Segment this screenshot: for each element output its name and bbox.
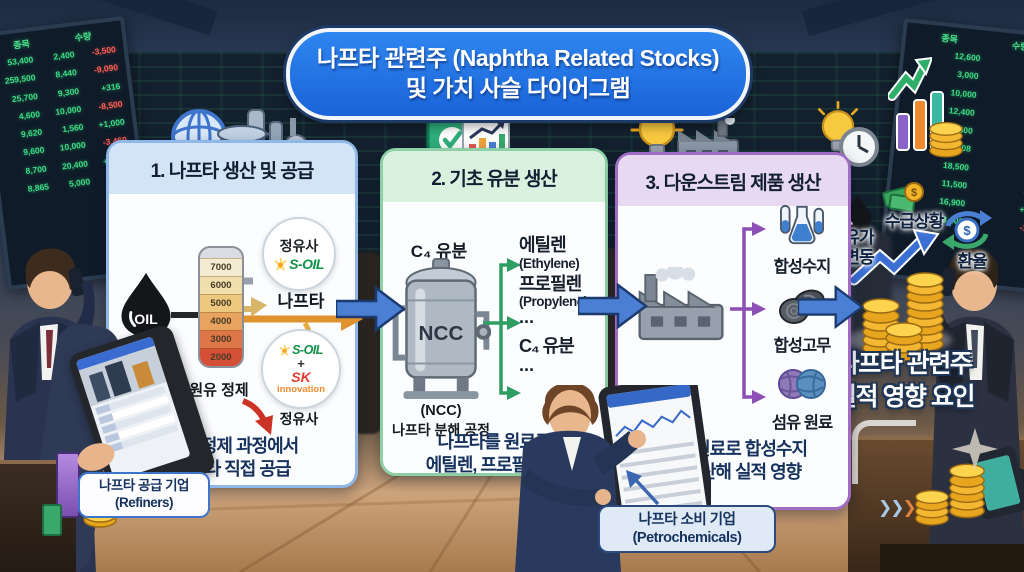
fiber-icon xyxy=(778,369,826,399)
title-line2: 및 가치 사슬 다이어그램 xyxy=(405,75,631,101)
olefin-output: ··· xyxy=(519,312,535,333)
supply-money-icon: $ xyxy=(882,182,924,213)
purple-branch-arrows xyxy=(730,222,766,404)
clock-icon xyxy=(839,127,879,167)
title-line1: 나프타 관련주 (Naphtha Related Stocks) xyxy=(316,45,720,72)
product-fiber: 섬유 원료 xyxy=(760,365,844,433)
soil-sun-icon xyxy=(279,344,290,356)
column-band: 7000 xyxy=(200,258,242,276)
rising-arrow xyxy=(850,228,940,286)
ncc-caption: (NCC) xyxy=(420,403,462,419)
chain-arrow-2 xyxy=(578,283,648,329)
oil-drop-icon: OIL xyxy=(121,272,171,337)
green-branch-arrows xyxy=(483,258,521,400)
refiners-tag: 나프타 공급 기업 (Refiners) xyxy=(78,472,210,518)
svg-text:NCC: NCC xyxy=(419,322,464,345)
desk-front xyxy=(880,544,1024,572)
column-band: 5000 xyxy=(200,294,242,312)
ncc-process-caption: 나프타 분해 공정 xyxy=(392,422,490,438)
impact-factors-title: 나프타 관련주 실적 영향 요인 xyxy=(834,350,975,411)
green-up-arrow-icon xyxy=(888,56,932,101)
refiner-label: 정유사 xyxy=(279,238,319,254)
svg-text:$: $ xyxy=(911,187,917,199)
factor-supply-demand: 수급상황 xyxy=(884,212,945,231)
refiner-label-bottom: 정유사 xyxy=(279,411,319,427)
petrochemicals-tag: 나프타 소비 기업 (Petrochemicals) xyxy=(598,505,776,554)
exchange-rate-icon: $ xyxy=(942,210,992,250)
tag-pointer-arrow xyxy=(626,470,660,506)
title-banner: 나프타 관련주 (Naphtha Related Stocks) 및 가치 사슬… xyxy=(286,28,750,120)
chain-arrow-3 xyxy=(798,284,864,330)
sk-logo: SK xyxy=(291,369,311,386)
downstream-outputs: 합성수지 합성고무 섬유 원료 xyxy=(760,203,844,442)
column-band: 6000 xyxy=(200,276,242,294)
column-band: 2000 xyxy=(200,348,242,366)
column-cap xyxy=(200,248,242,258)
refiner-top-circle: 정유사 S-OIL xyxy=(262,217,336,291)
lightbulb-icon xyxy=(818,101,858,152)
olefin-output: ··· xyxy=(519,359,535,380)
chain-arrow-1 xyxy=(336,286,406,332)
green-bar xyxy=(42,504,62,536)
flask-icon xyxy=(780,204,824,245)
naphtha-label: 나프타 xyxy=(277,292,325,311)
chevrons: ❯❯❯ xyxy=(878,498,917,517)
plus-sign: + xyxy=(297,356,305,372)
coin-stack-bottom-right xyxy=(949,463,985,519)
factor-oil-price: 유가 변동 xyxy=(844,228,874,267)
c4-input-label: C₄ 유분 xyxy=(410,242,468,261)
ncc-vessel: NCC xyxy=(392,257,491,400)
sk-logo-rest: innovation xyxy=(276,384,326,396)
holding-hand xyxy=(77,443,115,471)
product-resin: 합성수지 xyxy=(760,203,844,277)
panel3-header: 3. 다운스트림 제품 생산 xyxy=(618,155,848,206)
coins-icon xyxy=(929,121,963,158)
olefin-output: 프로필렌 (Propylene) xyxy=(519,273,588,310)
panel2-header: 2. 기초 유분 생산 xyxy=(383,151,605,202)
coin-stack-small xyxy=(885,322,923,362)
column-band: 3000 xyxy=(200,330,242,348)
factor-exchange-rate: 환율 xyxy=(957,252,987,271)
soil-logo: S-OIL xyxy=(292,343,323,358)
panel-basic-olefins: 2. 기초 유분 생산 C₄ 유분 NCC (NCC) 나프타 분해 공정 에틸 xyxy=(380,148,608,476)
panel1-header: 1. 나프타 생산 및 공급 xyxy=(109,143,355,194)
column-band: 4000 xyxy=(200,312,242,330)
factory-icon xyxy=(638,267,724,341)
refiner-bottom-circle: S-OIL + SK innovation xyxy=(261,329,341,409)
svg-text:$: $ xyxy=(963,223,971,238)
svg-text:OIL: OIL xyxy=(134,311,158,327)
coin-stack-bottom-right-2 xyxy=(915,490,949,526)
soil-logo: S-OIL xyxy=(289,256,324,272)
whiteboard-corner xyxy=(852,420,916,484)
olefin-output: 에틸렌 (Ethylene) xyxy=(519,235,580,271)
column-caption: 원유 정제 xyxy=(189,382,249,399)
olefin-outputs: 에틸렌 (Ethylene) 프로필렌 (Propylene) ··· C₄ 유… xyxy=(519,235,609,383)
tower-shape xyxy=(131,360,155,389)
olefin-output: C₄ 유분 xyxy=(519,336,575,357)
soil-sun-icon xyxy=(274,257,287,271)
